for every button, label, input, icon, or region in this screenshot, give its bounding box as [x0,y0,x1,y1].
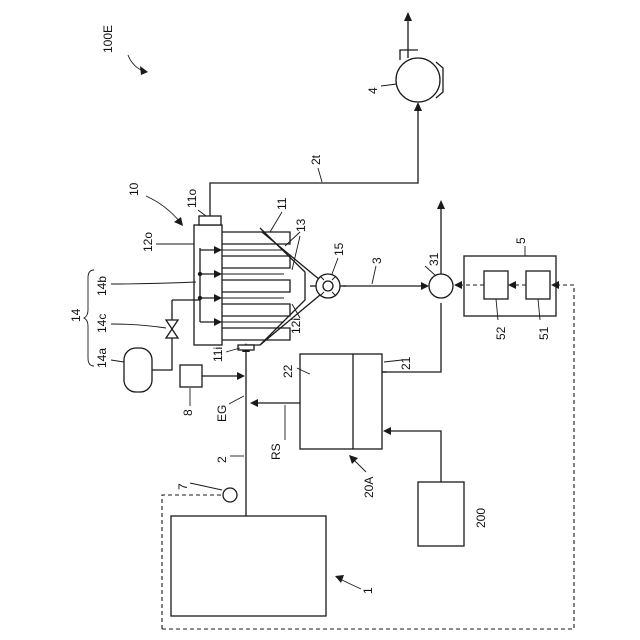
junction-15-inner [323,281,333,291]
label-2: 2 [215,456,229,463]
arrow-10 [174,217,183,226]
label-5: 5 [514,237,528,244]
box-52 [484,271,508,299]
channel-1 [222,232,290,244]
label-11: 11 [275,197,289,210]
label-EG: EG [215,405,229,422]
outlet-11o-flange [199,216,221,225]
unit-8-box [180,365,202,387]
leader-2t [318,168,322,182]
pipe-3-arrow [421,282,429,290]
channel-3 [222,280,290,292]
leader-10 [146,196,180,222]
outlet-31-arrow [437,200,445,209]
label-200: 200 [474,508,488,528]
label-7: 7 [176,483,190,490]
leader-13b [292,236,300,270]
tank-14a [124,348,152,392]
label-52: 52 [494,326,508,340]
label-100E: 100E [101,25,115,53]
leader-3 [372,266,376,284]
signal-52-arrow [454,281,462,289]
turbine-pipe-arrow [414,102,422,111]
compressor-4-arrow [404,12,412,21]
leader-4 [381,84,397,86]
inlet-11i-flange [238,345,254,350]
label-2t: 2t [309,154,323,165]
arrow-100E [140,66,148,75]
leader-14b [111,282,196,284]
leader-14a [111,360,124,362]
channel-5 [222,328,290,340]
signal-8-arrow [237,372,245,380]
label-10: 10 [127,182,141,196]
housing-12o [194,225,222,345]
leader-31 [425,266,436,276]
source-200-box [418,482,464,546]
label-4: 4 [366,87,380,94]
leader-15 [332,258,338,274]
label-11o: 11o [185,189,199,208]
sensor-7-circle [223,488,237,502]
label-21: 21 [399,356,413,370]
label-22: 22 [281,364,295,378]
label-14b: 14b [95,276,109,296]
channel-2 [222,256,290,268]
label-14a: 14a [95,348,109,368]
label-11i: 11i [211,347,225,362]
eg-arrow [250,399,258,407]
leader-7 [190,483,222,490]
bracket-14 [84,270,94,366]
channel-gaps [222,250,284,322]
leader-11o [198,210,206,216]
leader-11 [270,212,282,232]
arrow-1 [335,575,344,583]
leader-14c [111,324,166,328]
junction-31-circle [429,274,453,298]
label-8: 8 [181,409,195,416]
box-51 [526,271,550,299]
label-1: 1 [361,587,375,594]
channel-4 [222,304,290,316]
engine-1-box [171,516,326,616]
label-12i: 12i [289,318,303,334]
valve-14c-to-tank [152,338,172,370]
feed-200-line [388,431,441,482]
compressor-4-circle [396,58,440,102]
feed-200-arrow [383,427,391,435]
label-14c: 14c [95,314,109,333]
valve-14c [166,320,178,338]
label-51: 51 [537,326,551,340]
label-14: 14 [69,308,83,322]
label-15: 15 [332,242,346,256]
label-20A: 20A [362,477,376,498]
label-31: 31 [427,252,441,266]
label-12o: 12o [141,232,155,252]
label-3: 3 [370,257,384,264]
label-RS: RS [269,443,283,460]
label-13: 13 [294,218,308,232]
unit-20A-box [300,354,382,449]
leader-EG [229,396,244,404]
